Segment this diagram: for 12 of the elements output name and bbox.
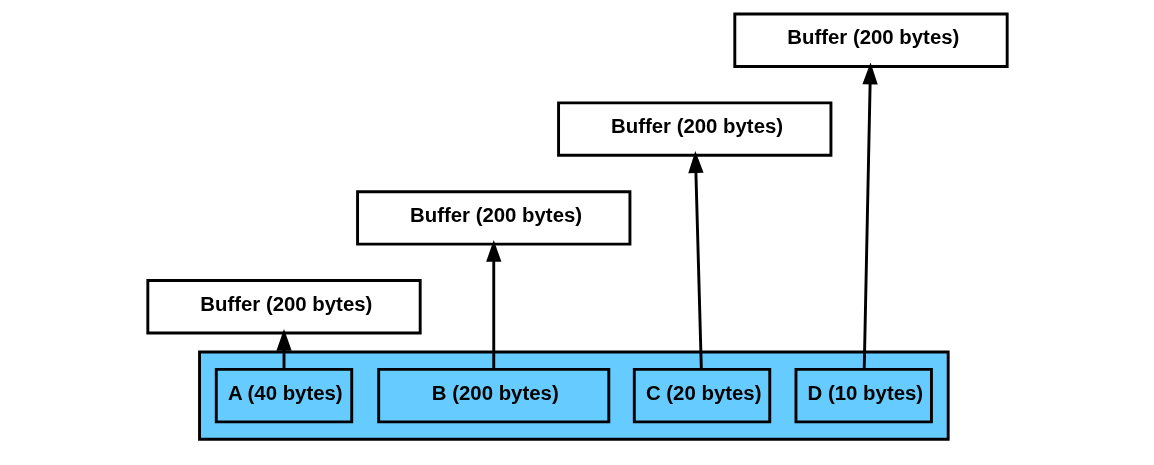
node-box: C (20 bytes) (632, 367, 771, 424)
node-box: Buffer (200 bytes) (145, 279, 422, 335)
node-box: Buffer (200 bytes) (556, 101, 832, 157)
node-box: B (200 bytes) (376, 367, 610, 424)
arrow (485, 240, 501, 370)
arrow (861, 62, 878, 370)
node-box: Buffer (200 bytes) (732, 12, 1009, 68)
node-box: Buffer (200 bytes) (355, 190, 631, 246)
node-box: A (40 bytes) (214, 367, 353, 424)
node-box: D (10 bytes) (794, 367, 933, 424)
arrow (275, 328, 292, 370)
arrow (687, 151, 704, 370)
